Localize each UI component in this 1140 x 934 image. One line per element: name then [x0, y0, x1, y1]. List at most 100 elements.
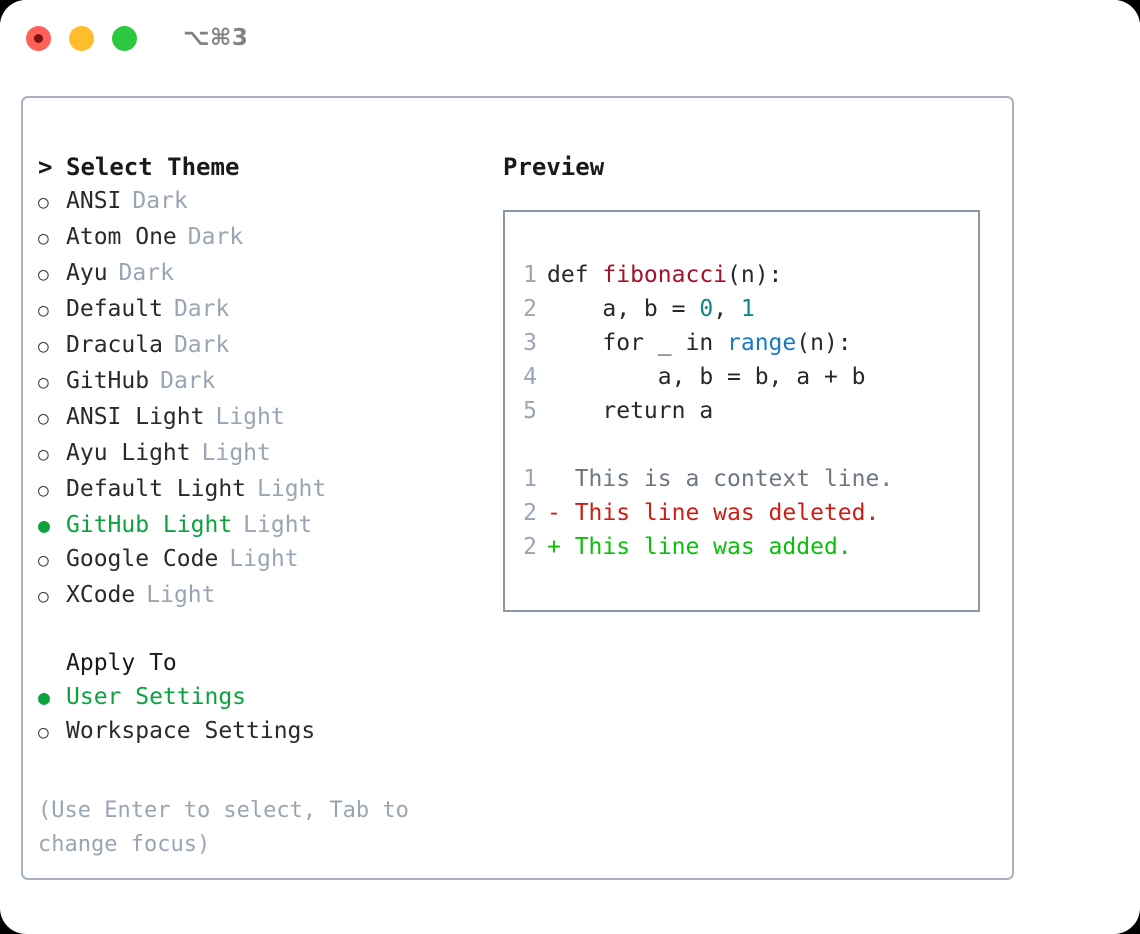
title-bar: ⌥⌘3: [0, 0, 1140, 76]
traffic-lights: [26, 25, 137, 51]
theme-option-label: Google Code: [66, 546, 219, 572]
apply-to-marker-spacer: [38, 646, 66, 680]
select-theme-title: Select Theme: [66, 153, 240, 181]
code-line: 5 return a: [505, 394, 978, 428]
code-token: 0: [699, 296, 714, 322]
theme-variant-badge: Dark: [118, 260, 174, 286]
apply-to-option-workspace-settings[interactable]: ○ Workspace Settings: [38, 714, 503, 750]
line-number: 2: [523, 534, 537, 560]
diff-line: 1 This is a context line.: [505, 462, 978, 496]
code-token: fibonacci: [602, 262, 728, 288]
theme-option-label: Dracula: [66, 332, 163, 358]
theme-option-ansi-light[interactable]: ○ ANSI Light Light: [38, 400, 503, 436]
theme-option-label: Default Light: [66, 476, 247, 502]
code-token: 1: [740, 296, 755, 322]
radio-unselected-icon: ○: [38, 722, 49, 743]
theme-option-atom-one[interactable]: ○ Atom One Dark: [38, 220, 503, 256]
theme-option-label: GitHub Light: [66, 512, 233, 538]
theme-option-xcode[interactable]: ○ XCode Light: [38, 578, 503, 614]
diff-line: 2 + This line was added.: [505, 530, 978, 564]
theme-option-ayu-light[interactable]: ○ Ayu Light Light: [38, 436, 503, 472]
apply-to-option-list[interactable]: ● User Settings ○ Workspace Settings: [38, 680, 503, 750]
line-number: 5: [523, 398, 537, 424]
theme-variant-badge: Light: [215, 404, 285, 430]
theme-option-label: XCode: [66, 582, 136, 608]
code-token: a, b =: [547, 296, 700, 322]
theme-variant-badge: Dark: [173, 296, 230, 322]
select-theme-header: > Select Theme: [38, 150, 503, 184]
radio-unselected-icon: ○: [38, 192, 49, 213]
theme-variant-badge: Light: [201, 440, 271, 466]
diff-line-text: + This line was added.: [547, 534, 852, 560]
theme-variant-badge: Light: [243, 512, 313, 538]
radio-unselected-icon: ○: [38, 480, 49, 501]
line-number: 2: [523, 500, 537, 526]
theme-option-label: GitHub: [66, 368, 150, 394]
radio-selected-icon: ●: [38, 685, 51, 709]
theme-option-label: ANSI Light: [66, 404, 205, 430]
line-number: 3: [523, 330, 537, 356]
apply-to-title: Apply To: [66, 650, 177, 676]
code-token: a, b = b, a + b: [547, 364, 866, 390]
theme-option-label: Ayu Light: [66, 440, 191, 466]
apply-to-option-label: Workspace Settings: [66, 718, 316, 744]
theme-option-label: Default: [66, 296, 163, 322]
diff-preview: 1 This is a context line.2- This line wa…: [505, 462, 978, 564]
apply-to-option-label: User Settings: [66, 684, 247, 710]
apply-to-header: Apply To: [38, 646, 503, 680]
radio-unselected-icon: ○: [38, 550, 49, 571]
code-diff-spacer: [505, 428, 978, 462]
close-button[interactable]: [26, 25, 51, 51]
theme-variant-badge: Light: [146, 582, 216, 608]
code-line: 2 a, b = 0, 1: [505, 292, 978, 326]
code-token: (n):: [727, 262, 783, 288]
line-number: 2: [523, 296, 537, 322]
apply-to-option-user-settings[interactable]: ● User Settings: [38, 680, 503, 714]
maximize-button[interactable]: [112, 25, 137, 51]
code-line: 1 def fibonacci(n):: [505, 258, 978, 292]
radio-unselected-icon: ○: [38, 444, 49, 465]
code-token: return a: [547, 398, 714, 424]
prompt-caret-icon: >: [38, 153, 53, 181]
code-token: for _ in: [547, 330, 728, 356]
radio-unselected-icon: ○: [38, 372, 49, 393]
code-token: ,: [713, 296, 741, 322]
radio-unselected-icon: ○: [38, 586, 49, 607]
radio-unselected-icon: ○: [38, 408, 49, 429]
close-icon: [34, 33, 43, 43]
radio-unselected-icon: ○: [38, 228, 49, 249]
code-token: def: [547, 262, 603, 288]
theme-variant-badge: Light: [257, 476, 327, 502]
code-line: 3 for _ in range(n):: [505, 326, 978, 360]
code-line: 4 a, b = b, a + b: [505, 360, 978, 394]
section-spacer: [38, 614, 503, 646]
theme-option-default-light[interactable]: ○ Default Light Light: [38, 472, 503, 508]
keyboard-shortcut-label: ⌥⌘3: [183, 25, 249, 51]
code-token: (n):: [796, 330, 852, 356]
theme-variant-badge: Dark: [187, 224, 244, 250]
theme-option-label: Atom One: [66, 224, 177, 250]
theme-variant-badge: Dark: [173, 332, 230, 358]
minimize-button[interactable]: [69, 25, 94, 51]
line-number: 1: [523, 466, 537, 492]
diff-line-text: This is a context line.: [547, 466, 894, 492]
line-number: 1: [523, 262, 537, 288]
diff-line: 2- This line was deleted.: [505, 496, 978, 530]
theme-option-label: Ayu: [66, 260, 108, 286]
keyboard-hint-text: (Use Enter to select, Tab to change focu…: [38, 798, 423, 857]
preview-title: Preview: [503, 153, 605, 181]
line-number: 4: [523, 364, 537, 390]
